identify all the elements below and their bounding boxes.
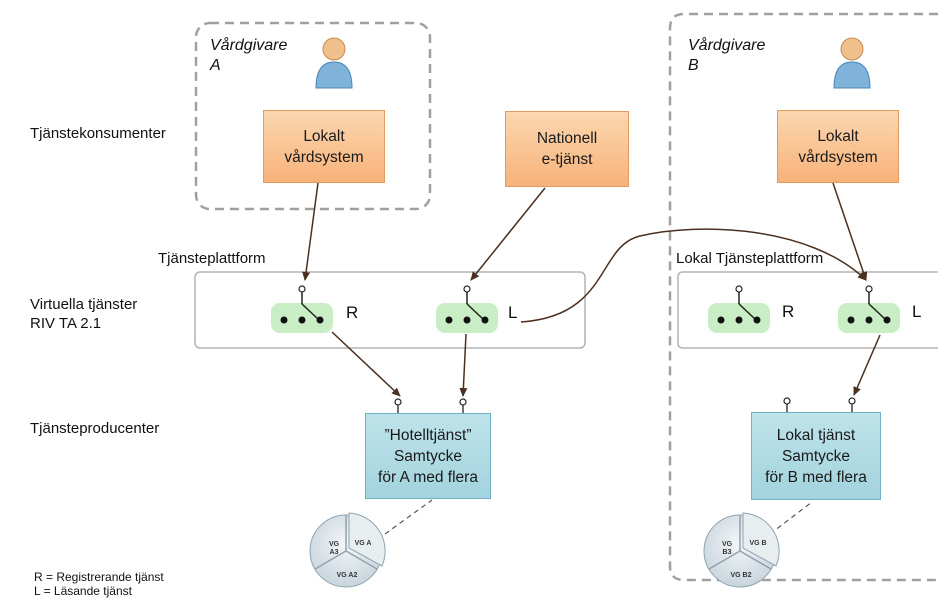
pie-a-slice1b-label: A3 bbox=[330, 549, 339, 556]
legend-l: L = Läsande tjänst bbox=[34, 584, 132, 598]
local-platform-label: Lokal Tjänsteplattform bbox=[676, 250, 824, 267]
service-letter-l-central: L bbox=[508, 303, 518, 322]
vardgivare-a-line1: Vårdgivare bbox=[210, 37, 288, 54]
hotell-line1: ”Hotelltjänst” bbox=[384, 426, 472, 444]
lokalt-a-line1: Lokalt bbox=[303, 127, 345, 145]
lokalt-b-line1: Lokalt bbox=[817, 127, 859, 145]
arrow-l-to-local-l bbox=[520, 228, 867, 323]
service-letter-r-local: R bbox=[782, 302, 795, 321]
service-letter-r-central: R bbox=[346, 303, 359, 322]
vardgivare-b-boundary bbox=[668, 12, 938, 582]
person-a-icon bbox=[315, 37, 353, 89]
central-platform-label: Tjänsteplattform bbox=[158, 250, 266, 267]
row-label-konsumenter: Tjänstekonsumenter bbox=[30, 125, 166, 142]
switch-r-local-icon bbox=[708, 285, 770, 333]
arrow-local-l-to-lokal-tjanst bbox=[853, 334, 881, 396]
pie-b-slice1-label: VG bbox=[722, 541, 733, 548]
row-label-virtuella-line1: Virtuella tjänster bbox=[30, 296, 138, 313]
lokalt-vardsystem-a-box: Lokalt vårdsystem bbox=[263, 110, 385, 183]
vardgivare-a-line2: A bbox=[210, 57, 221, 74]
pie-b-slice1b-label: B3 bbox=[723, 549, 732, 556]
lokal-tjanst-line1: Lokal tjänst bbox=[776, 426, 856, 444]
vardgivare-a-boundary bbox=[194, 21, 432, 211]
vardgivare-a-label: Vårdgivare A bbox=[210, 36, 287, 76]
legend-r: R = Registrerande tjänst bbox=[34, 570, 164, 584]
lokal-tjanst-line3: för B med flera bbox=[765, 468, 867, 486]
pie-b-slice2-label: VG B bbox=[749, 540, 766, 547]
central-platform-box bbox=[194, 271, 586, 349]
arrow-l-to-hotell bbox=[459, 333, 468, 397]
pie-a-slice1-label: VG bbox=[329, 541, 340, 548]
lokalt-a-line2: vårdsystem bbox=[284, 148, 364, 166]
vardgivare-b-label: Vårdgivare B bbox=[688, 36, 765, 76]
row-label-virtuella: Virtuella tjänster RIV TA 2.1 bbox=[30, 295, 137, 333]
connector-arrows bbox=[302, 182, 881, 397]
nationell-line1: Nationell bbox=[536, 130, 598, 147]
nationell-e-tjanst-box: Nationell e-tjänst bbox=[505, 111, 629, 187]
vardgivare-b-line1: Vårdgivare bbox=[688, 37, 766, 54]
arrow-nationell-to-l bbox=[470, 187, 546, 281]
arrow-lokalt-a-to-r bbox=[302, 182, 319, 281]
service-letter-l-local: L bbox=[912, 302, 922, 321]
pie-b-slice3-label: VG B2 bbox=[730, 572, 751, 579]
hotelltjanst-box: ”Hotelltjänst” Samtycke för A med flera bbox=[365, 413, 491, 499]
row-label-producenter: Tjänsteproducenter bbox=[30, 420, 160, 437]
legend: R = Registrerande tjänst L = Läsande tjä… bbox=[34, 570, 164, 598]
person-b-icon bbox=[833, 37, 871, 89]
arrow-lokalt-b-to-l bbox=[832, 182, 868, 281]
database-pie-b: VG B3 VG B VG B2 bbox=[703, 512, 780, 588]
lokal-tjanst-line2: Samtycke bbox=[781, 447, 851, 465]
lokalt-b-line2: vårdsystem bbox=[798, 148, 878, 166]
hotell-ports bbox=[394, 398, 467, 413]
arrow-r-to-hotell bbox=[331, 331, 401, 397]
switch-r-central-icon bbox=[271, 285, 333, 333]
pie-a-slice3-label: VG A2 bbox=[337, 572, 358, 579]
vardgivare-b-line2: B bbox=[688, 57, 699, 74]
nationell-line2: e-tjänst bbox=[541, 151, 593, 168]
row-label-virtuella-line2: RIV TA 2.1 bbox=[30, 315, 102, 332]
hotell-line2: Samtycke bbox=[393, 447, 463, 465]
lokalt-vardsystem-b-box: Lokalt vårdsystem bbox=[777, 110, 899, 183]
hotell-line3: för A med flera bbox=[378, 468, 478, 486]
pie-a-slice2-label: VG A bbox=[355, 540, 372, 547]
switch-l-central-icon bbox=[436, 285, 498, 333]
switch-l-local-icon bbox=[838, 285, 900, 333]
lokal-tjanst-ports bbox=[783, 397, 856, 412]
lokal-tjanst-box: Lokal tjänst Samtycke för B med flera bbox=[751, 412, 881, 500]
database-pie-a: VG A3 VG A VG A2 bbox=[309, 512, 386, 588]
db-b-connector bbox=[769, 501, 813, 535]
db-a-connector bbox=[384, 499, 433, 535]
